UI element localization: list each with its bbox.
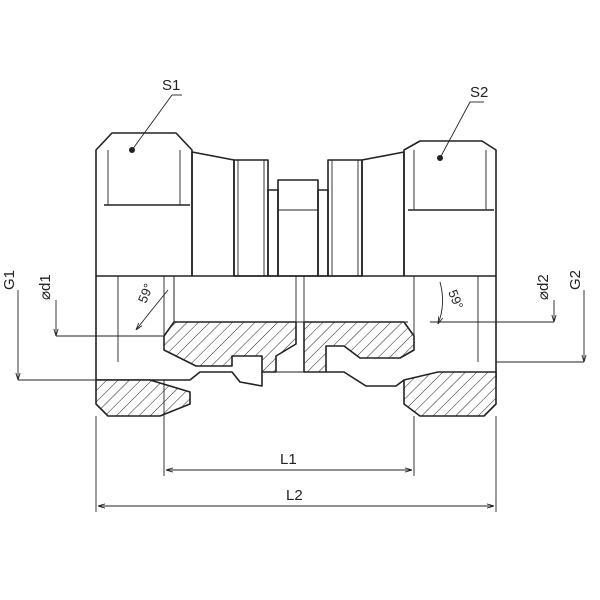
- label-angle-left: 59°: [135, 281, 156, 305]
- right-hex-nut: [403, 140, 497, 276]
- s2-leader: [439, 101, 471, 159]
- label-s1: S1: [162, 77, 180, 94]
- angle-arc-right: [438, 281, 443, 324]
- s2-dot: [437, 155, 443, 161]
- s1-leader: [131, 94, 173, 151]
- label-g2: G2: [567, 270, 584, 290]
- label-g1: G1: [1, 270, 18, 290]
- s1-dot: [129, 147, 135, 153]
- left-collar: [191, 151, 279, 277]
- angle-arc-left: [136, 289, 169, 330]
- right-nut-section: [403, 276, 497, 417]
- label-s2: S2: [470, 84, 488, 101]
- label-l1: L1: [280, 451, 297, 468]
- label-l2: L2: [286, 487, 303, 504]
- label-angle-right: 59°: [445, 288, 466, 312]
- label-d1: ⌀d1: [37, 274, 54, 300]
- right-collar: [327, 151, 405, 277]
- body-section: [163, 276, 415, 387]
- left-hex-nut: [95, 132, 193, 276]
- label-d2: ⌀d2: [535, 274, 552, 300]
- center-body: [277, 179, 329, 277]
